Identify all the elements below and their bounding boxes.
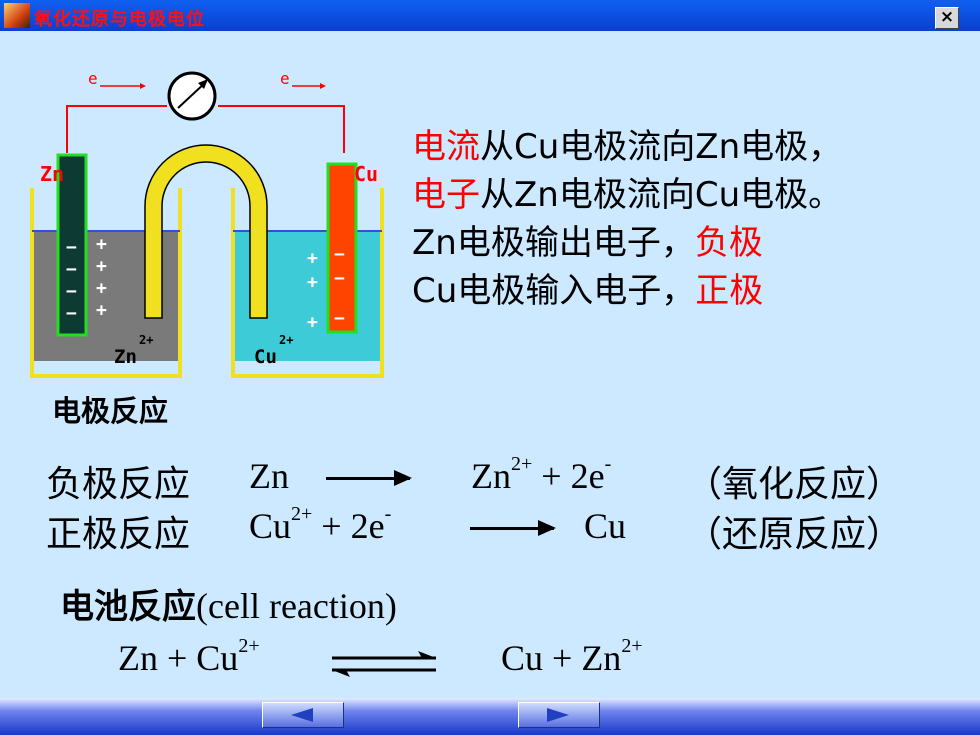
svg-text:−: −	[334, 308, 345, 329]
svg-text:+: +	[307, 248, 318, 269]
previous-slide-button[interactable]	[262, 702, 344, 728]
next-slide-button[interactable]	[518, 702, 600, 728]
svg-text:+: +	[307, 272, 318, 293]
cu-positive-ions: + + +	[307, 248, 318, 333]
galvanic-cell-diagram: e e Zn Cu −−−− ++++ +++ −−−	[30, 69, 384, 378]
statement-line-2: 电子从Zn电极流向Cu电极。	[412, 175, 843, 215]
svg-text:+: +	[96, 234, 107, 255]
zn-electrode	[56, 153, 88, 337]
electron-label-left: e	[88, 69, 98, 88]
cell-reaction-equation: Zn + Cu2+ Cu + Zn2+	[118, 635, 643, 678]
svg-text:+: +	[96, 278, 107, 299]
zn-electrode-label: Zn	[40, 162, 64, 186]
svg-text:−: −	[334, 268, 345, 289]
slide-content: e e Zn Cu −−−− ++++ +++ −−−	[0, 31, 980, 698]
right-beaker	[231, 188, 384, 378]
svg-text:+: +	[96, 300, 107, 321]
svg-text:+: +	[307, 312, 318, 333]
svg-text:−: −	[334, 244, 345, 265]
zn-negative-charges: −−−−	[66, 237, 77, 324]
equilibrium-arrow-icon	[332, 651, 436, 677]
right-arrow-icon	[547, 708, 569, 722]
statement-line-1: 电流从Cu电极流向Zn电极，	[412, 127, 843, 167]
right-arrow-icon	[470, 520, 556, 536]
external-wire-right	[218, 105, 345, 153]
zn-positive-ions: ++++	[96, 234, 107, 321]
external-wire	[66, 105, 167, 153]
cell-reaction-heading: 电池反应(cell reaction)	[60, 586, 397, 627]
zn-ion-label: Zn	[114, 346, 137, 368]
svg-text:−: −	[66, 237, 77, 258]
app-icon	[4, 3, 30, 28]
cu-electrode	[326, 162, 358, 334]
navigation-bar	[0, 698, 980, 735]
statement-line-4: Cu电极输入电子，正极	[412, 271, 764, 311]
svg-text:−: −	[66, 281, 77, 302]
statement-line-3: Zn电极输出电子，负极	[412, 223, 763, 263]
current-direction-statements: 电流从Cu电极流向Zn电极， 电子从Zn电极流向Cu电极。 Zn电极输出电子，负…	[412, 123, 842, 315]
title-bar: 氧化还原与电极电位 ×	[0, 0, 980, 31]
left-arrow-icon	[291, 708, 313, 722]
svg-text:−: −	[66, 259, 77, 280]
cu-electrode-label: Cu	[354, 162, 378, 186]
salt-bridge	[144, 144, 268, 319]
cu-ion-charge: 2+	[279, 333, 293, 347]
electrode-reactions-heading: 电极反应	[52, 394, 169, 428]
right-arrow-icon	[326, 470, 412, 486]
zn-ion-charge: 2+	[139, 333, 153, 347]
cu-negative-charges: − − −	[334, 244, 345, 329]
svg-text:+: +	[96, 256, 107, 277]
electron-label-right: e	[280, 69, 290, 88]
window-title: 氧化还原与电极电位	[34, 9, 205, 30]
close-button[interactable]: ×	[935, 7, 959, 29]
left-beaker	[30, 188, 182, 378]
svg-text:−: −	[66, 303, 77, 324]
cu-ion-label: Cu	[254, 346, 277, 368]
